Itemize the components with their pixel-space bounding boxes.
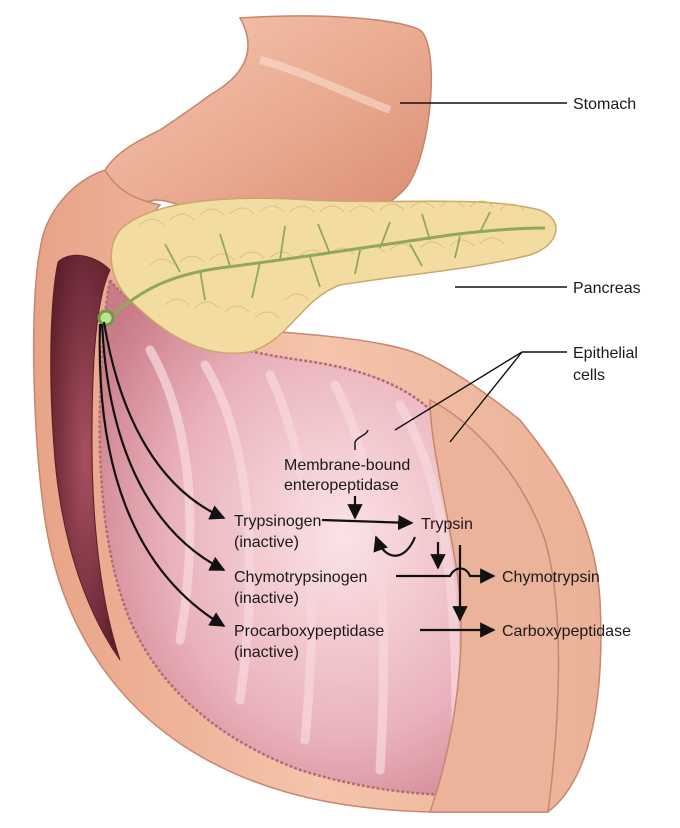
secretion-arrows bbox=[98, 321, 226, 627]
chymotrypsinogen-label: Chymotrypsinogen bbox=[234, 569, 367, 586]
pancreatic-duct-opening bbox=[97, 309, 115, 327]
trypsinogen-state-label: (inactive) bbox=[234, 534, 299, 551]
leader-lines bbox=[354, 102, 567, 450]
trypsin-label: Trypsin bbox=[421, 516, 473, 533]
carboxypeptidase-label: Carboxypeptidase bbox=[502, 623, 631, 640]
stomach bbox=[104, 15, 433, 229]
trypsinogen-label: Trypsinogen bbox=[234, 513, 321, 530]
procarboxypeptidase-state-label: (inactive) bbox=[234, 644, 299, 661]
enteropeptidase-label-line2: enteropeptidase bbox=[284, 477, 399, 494]
stomach-label: Stomach bbox=[573, 96, 636, 113]
chymotrypsin-label: Chymotrypsin bbox=[502, 569, 600, 586]
pancreas bbox=[108, 197, 557, 354]
epithelial-cells-label-line1: Epithelial bbox=[573, 345, 638, 362]
enteropeptidase-label-line1: Membrane-bound bbox=[284, 457, 410, 474]
chymotrypsinogen-state-label: (inactive) bbox=[234, 590, 299, 607]
activation-arrows bbox=[321, 496, 496, 638]
pancreas-label: Pancreas bbox=[573, 280, 641, 297]
epithelial-cells-label-line2: cells bbox=[573, 367, 605, 384]
procarboxypeptidase-label: Procarboxypeptidase bbox=[234, 623, 384, 640]
